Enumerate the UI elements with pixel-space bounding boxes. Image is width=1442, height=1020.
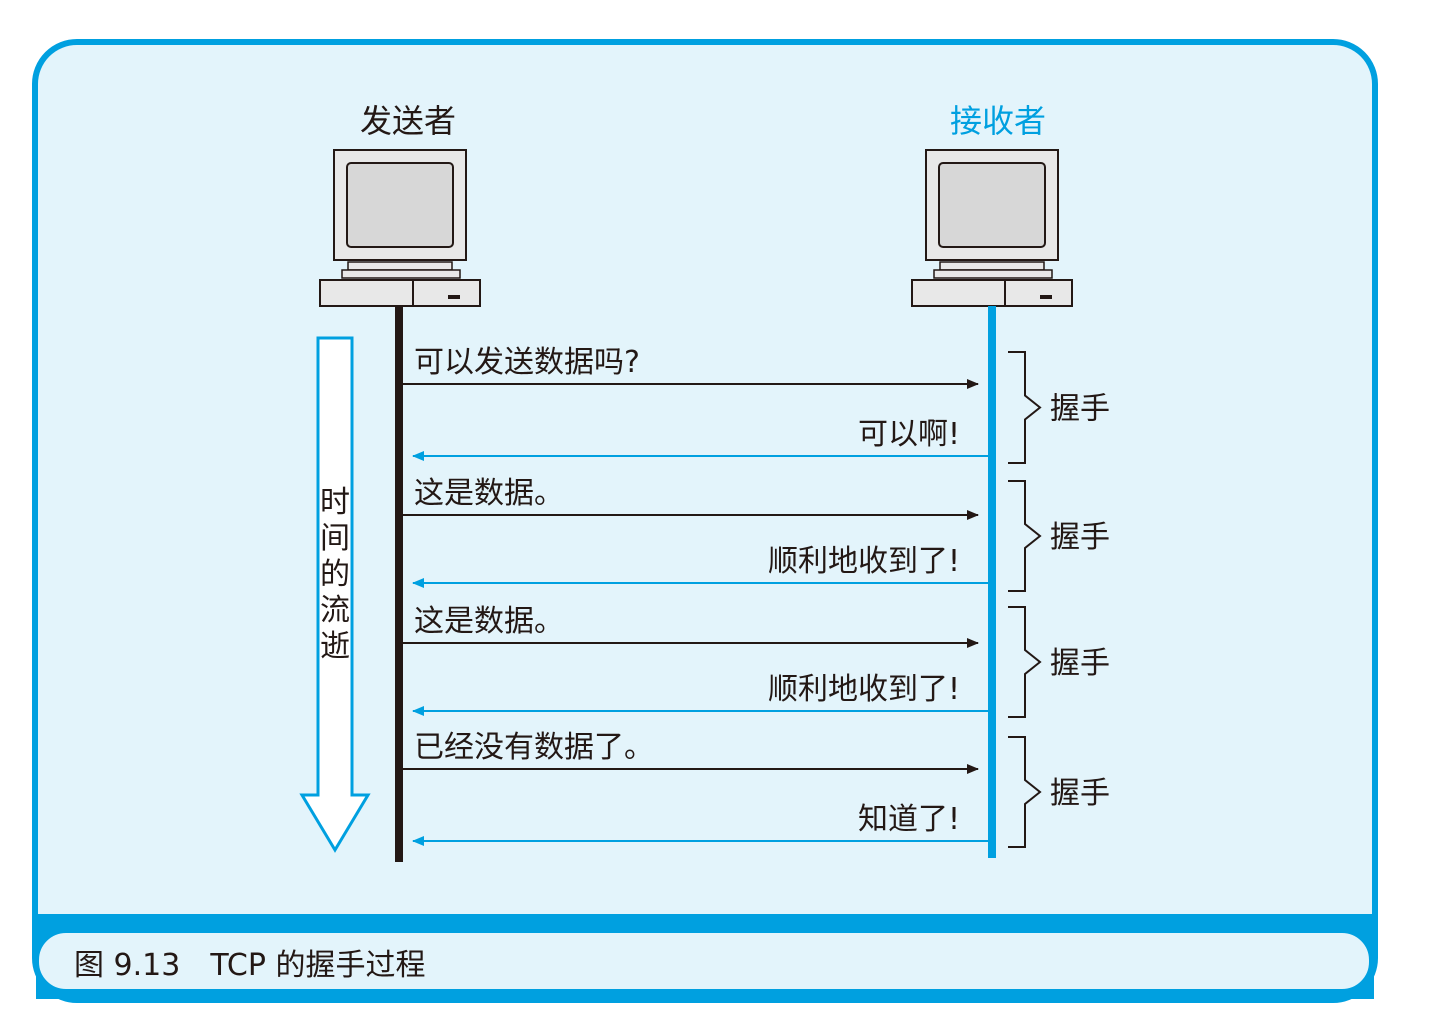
send-message-label: 这是数据。 — [414, 604, 564, 639]
figure-caption: 图 9.13 TCP 的握手过程 — [74, 948, 426, 983]
time-label-char: 的 — [320, 557, 350, 592]
reply-message-label: 可以啊! — [858, 417, 960, 452]
reply-message-label: 知道了! — [858, 802, 960, 837]
time-arrow-icon — [299, 336, 371, 853]
time-label-char: 逝 — [320, 629, 350, 664]
receiver-label: 接收者 — [950, 102, 1046, 140]
handshake-label: 握手 — [1050, 776, 1110, 811]
send-message-label: 这是数据。 — [414, 476, 564, 511]
send-message-label: 已经没有数据了。 — [414, 730, 654, 765]
messages-layer: 可以发送数据吗?可以啊!这是数据。顺利地收到了!这是数据。顺利地收到了!已经没有… — [403, 345, 988, 846]
time-label-char: 间 — [320, 521, 350, 556]
time-label-char: 时 — [320, 485, 350, 520]
handshake-label: 握手 — [1050, 520, 1110, 555]
handshake-bracket — [1008, 480, 1042, 592]
caption-bar — [37, 931, 1371, 991]
figure-frame — [32, 39, 1378, 1003]
receiver-computer-icon — [911, 149, 1073, 307]
reply-message-label: 顺利地收到了! — [768, 672, 960, 707]
send-message-label: 可以发送数据吗? — [414, 345, 640, 380]
handshake-label: 握手 — [1050, 392, 1110, 427]
sender-label: 发送者 — [360, 102, 456, 140]
handshake-bracket — [1008, 736, 1042, 848]
time-label-char: 流 — [320, 593, 350, 628]
handshake-label: 握手 — [1050, 646, 1110, 681]
handshake-bracket — [1008, 606, 1042, 718]
handshake-bracket — [1008, 351, 1042, 464]
sender-computer-icon — [319, 149, 481, 307]
panel-bottom-curve — [38, 870, 1372, 914]
reply-message-label: 顺利地收到了! — [768, 544, 960, 579]
